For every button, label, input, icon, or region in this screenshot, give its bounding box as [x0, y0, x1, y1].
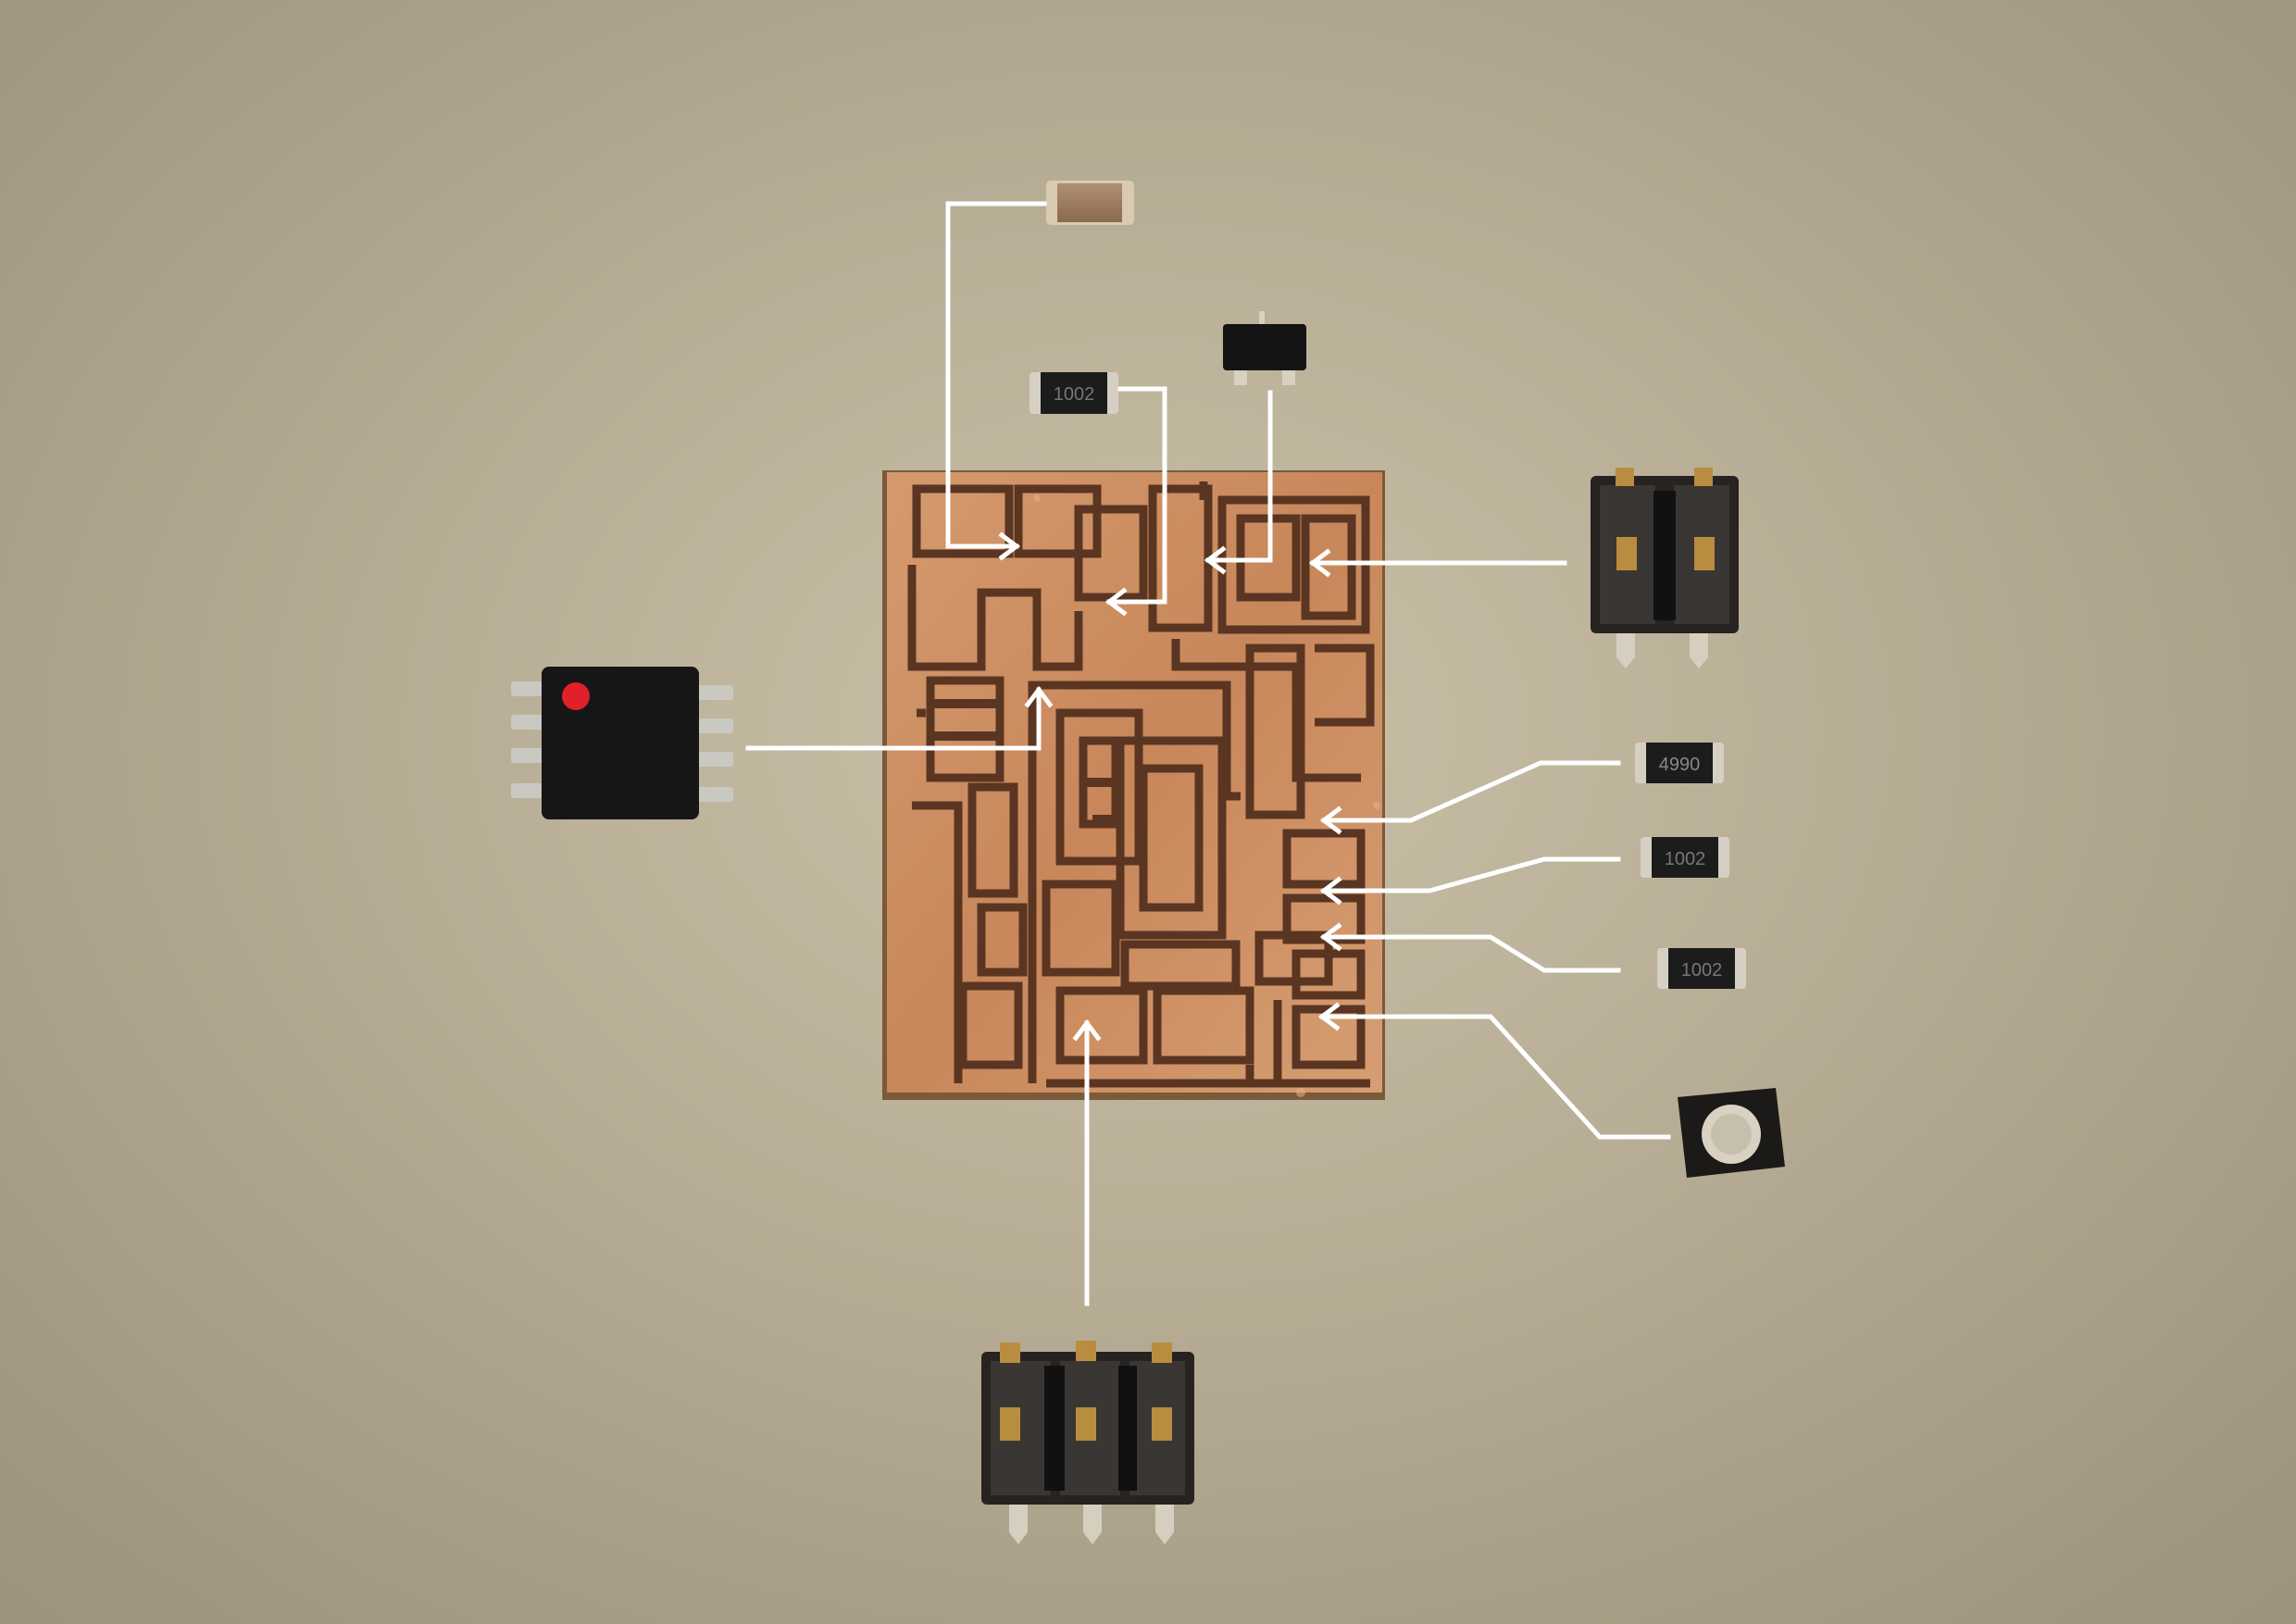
pin1-dot-icon [562, 682, 590, 710]
right-resistor-2-marking: 1002 [1665, 849, 1706, 869]
arrow-icon [745, 201, 1671, 1306]
resistor-icon: 1002 [1029, 372, 1118, 414]
transistor-icon [1223, 311, 1306, 385]
resistor-icon: 1002 [1641, 837, 1729, 878]
header-icon [981, 1341, 1194, 1544]
resistor-icon: 4990 [1635, 743, 1724, 783]
header-icon [1591, 468, 1739, 668]
capacitor-icon [1046, 181, 1134, 225]
top-resistor-marking: 1002 [1054, 384, 1095, 405]
right-resistor-3-marking: 1002 [1681, 960, 1723, 981]
right-resistor-1-marking: 4990 [1659, 755, 1701, 775]
led-icon [1678, 1088, 1785, 1178]
pcb-icon [882, 470, 1385, 1100]
resistor-icon: 1002 [1657, 948, 1746, 989]
